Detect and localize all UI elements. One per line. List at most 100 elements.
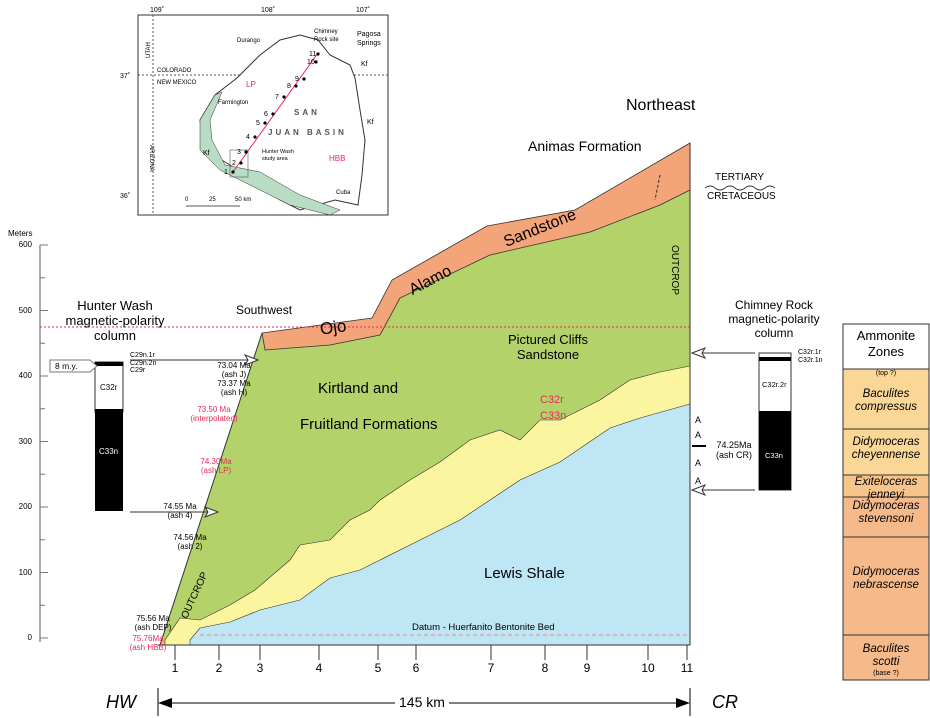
hunter-title-3: column	[94, 328, 136, 343]
northeast-label: Northeast	[626, 97, 696, 114]
lat-36: 36˚	[120, 192, 130, 200]
outcrop-label-sw: OUTCROP	[179, 570, 211, 621]
map-station-label: 5	[256, 120, 260, 127]
chimney-rock-title: Chimney Rock magnetic-polarity column	[714, 298, 834, 340]
town-pagosa: Pagosa	[357, 31, 381, 38]
ash-name: (ash 4)	[167, 510, 193, 520]
unconformity-line	[704, 185, 776, 191]
ash-name: (ash HBB)	[129, 642, 167, 652]
ash-name: (ash LP)	[200, 465, 232, 475]
station-label: 5	[374, 661, 382, 675]
age-value: 73.04 Ma	[217, 361, 251, 370]
zones-header	[842, 323, 930, 370]
zone-genus: Baculites	[862, 388, 910, 400]
sandstone-label: Sandstone	[501, 206, 579, 251]
arrowhead-top	[690, 347, 707, 359]
animas-formation-label: Animas Formation	[528, 138, 642, 154]
c32r-boundary-label: C32r	[540, 394, 564, 406]
map-station-dot	[314, 60, 318, 64]
hbb-label: HBB	[329, 154, 345, 163]
distance-label: 145 km	[395, 694, 449, 710]
ojo-label: Ojo	[318, 316, 348, 339]
lp-label: LP	[246, 80, 256, 89]
map-station-label: 11	[309, 51, 316, 58]
map-station-dot	[244, 150, 248, 154]
arrowhead-bottom	[690, 484, 707, 496]
chron-c29r: C29r	[130, 367, 146, 374]
zone-base-label: (base ?)	[873, 670, 899, 677]
town-springs: Springs	[357, 40, 381, 47]
zones-title-2: Zones	[867, 344, 905, 359]
study-area-box	[229, 149, 249, 178]
map-station-label: 4	[246, 134, 250, 141]
lon-109: 109˚	[150, 6, 164, 14]
lon-108: 108˚	[261, 6, 275, 14]
ojo-alamo-animas-layer	[261, 142, 691, 351]
arrowhead-ash4	[203, 506, 220, 518]
cretaceous-label: CRETACEOUS	[707, 191, 776, 202]
map-station-label: 10	[307, 59, 315, 66]
age-label: 73.37 Ma(ash H)	[204, 379, 264, 397]
c32r-label: C32r	[100, 383, 118, 392]
zone-top-label: (top ?)	[875, 370, 897, 377]
c29n2n-segment	[95, 362, 123, 366]
hw-label: HW	[106, 692, 136, 712]
outcrop-line-sw	[159, 332, 263, 646]
zone-species: stevensoni	[858, 513, 914, 525]
ammonite-marker-a: A	[695, 415, 702, 425]
axis-tick-label: 100	[18, 567, 32, 577]
chimney-rock-site-label: Rock site	[314, 37, 339, 43]
hunter-title-1: Hunter Wash	[77, 298, 153, 313]
station-label: 7	[487, 661, 495, 675]
label-utah: UTAH	[146, 42, 152, 58]
my-callout	[49, 359, 98, 373]
cr-label: CR	[712, 692, 738, 712]
station-label: 3	[256, 661, 264, 675]
pictured-cliffs-line2: Sandstone	[516, 347, 580, 362]
kf-label-3: Kf	[203, 150, 210, 157]
c33n-label: C33n	[765, 451, 783, 460]
hunter-chrons: C29n.1r C29n.2n C29r	[130, 352, 156, 375]
lat-37: 37˚	[120, 72, 130, 80]
chimney-title-1: Chimney Rock	[734, 298, 814, 312]
axis-tick-label: 500	[18, 305, 32, 315]
map-station-dot	[253, 135, 257, 139]
c32r1n-segment	[759, 357, 791, 361]
map-station-label: 6	[264, 111, 268, 118]
age-label: 74.55 Ma(ash 4)	[150, 502, 210, 520]
town-farmington: Farmington	[218, 100, 248, 106]
scale-50: 50 km	[235, 197, 251, 203]
study-area-label-1: Hunter Wash	[262, 149, 294, 155]
age-value: 74.55 Ma	[163, 502, 197, 511]
zone-genus: Baculites	[862, 643, 910, 655]
station-label: 11	[680, 661, 694, 675]
ash-name: (ash J)	[221, 369, 247, 379]
ammonite-marker-a: A	[695, 430, 702, 440]
map-station-label: 3	[237, 149, 241, 156]
basin-label-1: SAN	[294, 108, 320, 117]
axis-tick-label: 200	[18, 502, 32, 511]
ash-name: (ash H)	[220, 387, 248, 397]
chron-c29n2n: C29n.2n	[130, 359, 157, 367]
axis-tick-label: 0	[27, 633, 32, 642]
ash-name: (interpolated)	[190, 413, 238, 423]
zone-baculites-scotti	[842, 634, 930, 681]
hunter-title-2: magnetic-polarity	[65, 313, 165, 328]
ash-name: (ash 2)	[177, 541, 203, 551]
zone-genus: Didymoceras	[852, 500, 920, 512]
map-station-dot	[271, 112, 275, 116]
axis-tick-label: 300	[18, 436, 32, 446]
c32r-segment	[94, 361, 124, 413]
station-label: 10	[641, 661, 655, 675]
c33n-label: C33n	[99, 447, 119, 456]
town-cuba: Cuba	[336, 190, 351, 196]
kf-label-1: Kf	[361, 61, 368, 68]
station-label: 1	[171, 661, 179, 675]
chimney-rock-label: Chimney	[314, 29, 338, 35]
